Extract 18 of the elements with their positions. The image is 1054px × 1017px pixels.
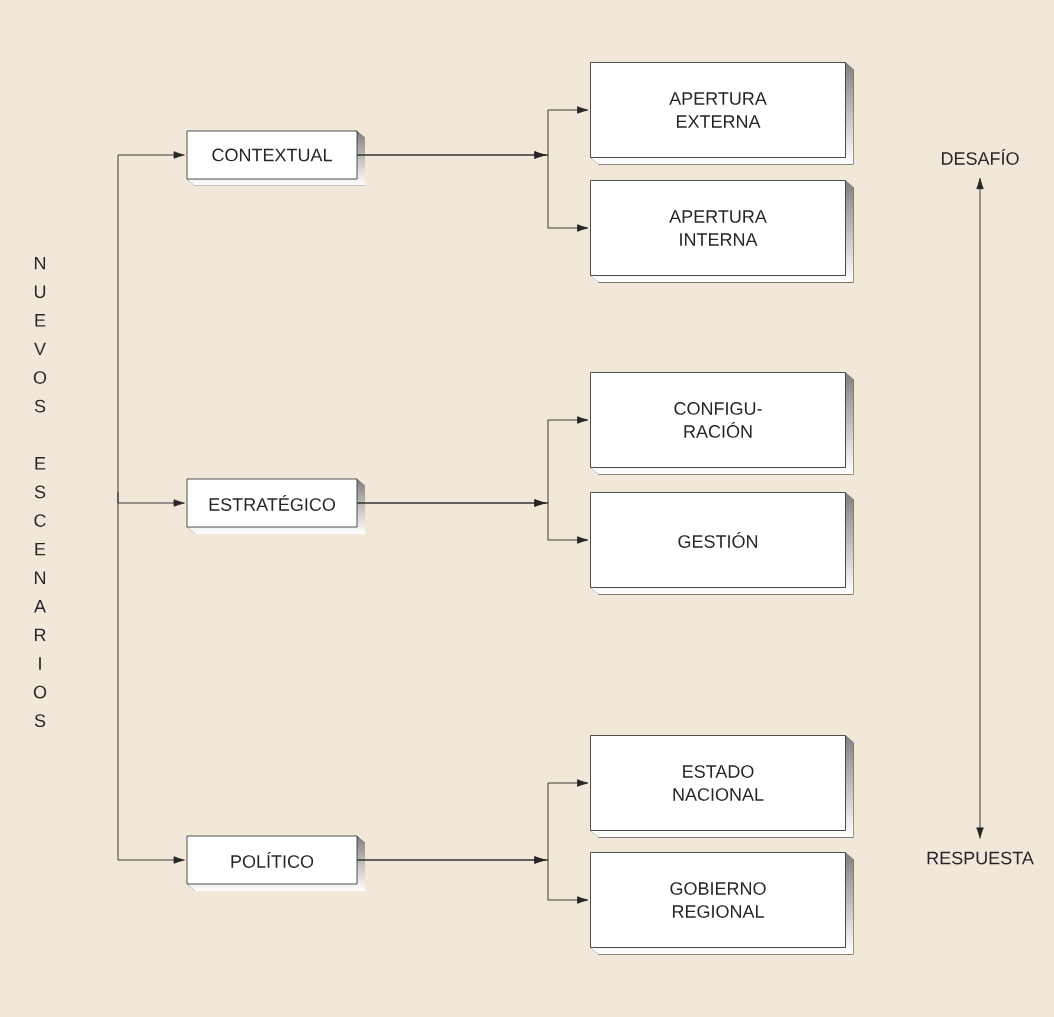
process-box: GESTIÓN [590, 492, 854, 595]
process-box: ESTADO NACIONAL [590, 735, 854, 838]
process-box: CONTEXTUAL [186, 130, 365, 186]
arrow [356, 856, 589, 904]
axis-label: DESAFÍO [942, 149, 1019, 165]
vertical-label: NUEVOS ESCENARIOS [33, 256, 47, 728]
arrow [356, 499, 589, 544]
double-arrow [976, 177, 984, 839]
process-box: POLÍTICO [186, 835, 365, 891]
arrow [356, 151, 589, 232]
arrow [117, 151, 185, 493]
arrow [117, 491, 185, 864]
process-box: GOBIERNO REGIONAL [590, 852, 854, 955]
process-box: APERTURA EXTERNA [590, 62, 854, 165]
axis-label: RESPUESTA [927, 851, 1034, 865]
process-box: ESTRATÉGICO [186, 478, 365, 534]
process-box: CONFIGU- RACIÓN [590, 372, 854, 475]
process-box: APERTURA INTERNA [590, 180, 854, 283]
